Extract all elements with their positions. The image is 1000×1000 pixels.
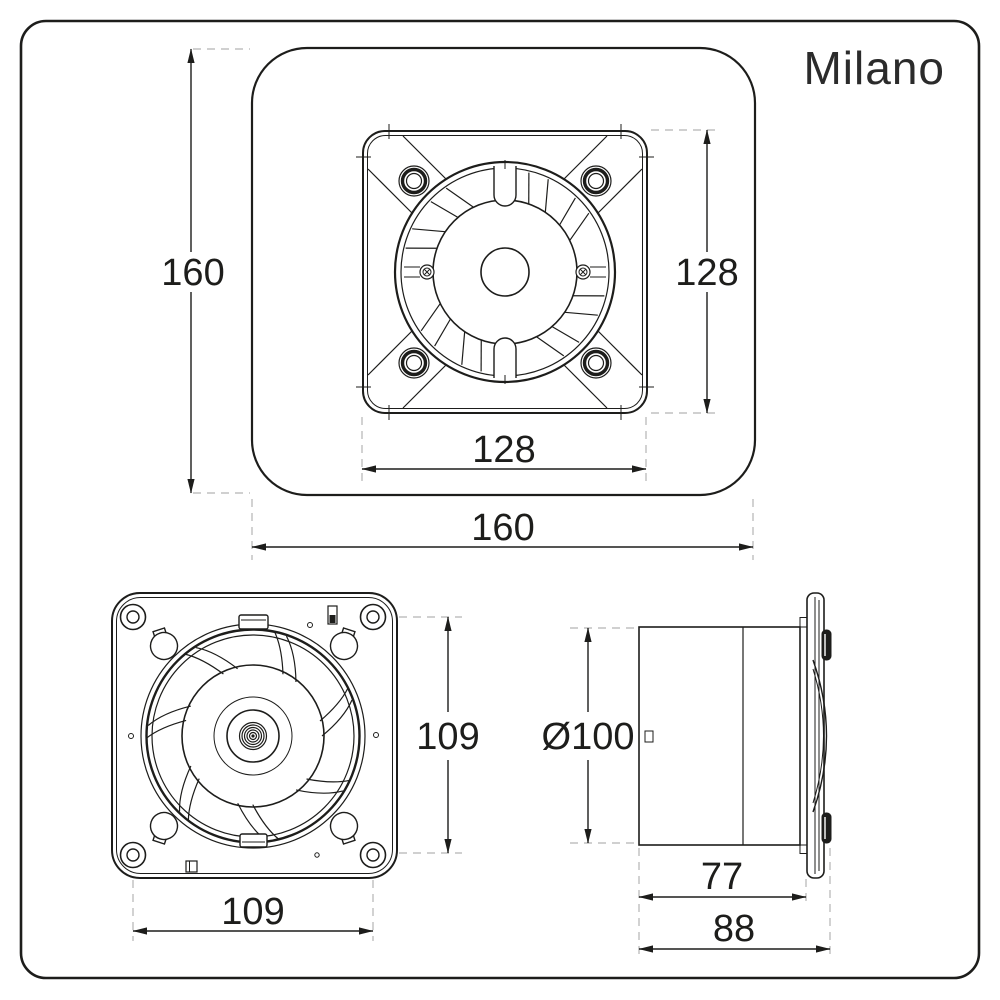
front-view: 160 128 128 160 xyxy=(161,46,757,560)
dimension-rear-hole-spacing-v: 109 xyxy=(399,616,480,854)
dimension-rear-hole-spacing-h: 109 xyxy=(132,880,374,941)
retaining-bosses xyxy=(149,627,359,845)
sheet-border xyxy=(19,19,981,980)
connector-port xyxy=(185,860,198,873)
clip-slot-top xyxy=(493,160,517,207)
dimension-overall-depth: 88 xyxy=(638,848,831,956)
corner-straps xyxy=(367,135,643,409)
dim-label-88: 88 xyxy=(713,908,755,950)
pin-hole-left xyxy=(128,733,134,739)
fan-blades-front xyxy=(405,172,605,372)
dimension-duct-diameter: Ø100 xyxy=(542,627,638,844)
hub-bore xyxy=(480,247,530,297)
impeller-blades xyxy=(146,631,353,841)
outer-faceplate xyxy=(250,46,757,497)
impeller-disc-rear xyxy=(181,664,325,808)
dim-label-160-left: 160 xyxy=(161,252,224,294)
bottom-clip-tab xyxy=(239,833,268,848)
dim-label-160-bottom: 160 xyxy=(471,507,534,549)
rear-small-details xyxy=(128,605,379,873)
dim-label-128-bottom: 128 xyxy=(472,429,535,471)
duct-body xyxy=(638,626,801,846)
cover-dome-arcs xyxy=(812,659,828,813)
mounting-frame xyxy=(356,124,654,420)
brand-logo: Milano xyxy=(803,42,945,94)
faceplate-edge xyxy=(806,592,825,879)
corner-screw-holes xyxy=(119,603,387,869)
body-vent-detail xyxy=(644,730,654,743)
pin-hole-right xyxy=(373,732,379,738)
rear-view: 109 109 xyxy=(111,592,480,941)
dimension-front-outer-width: 160 xyxy=(251,499,754,560)
clip-slot-bottom xyxy=(493,337,517,384)
dimension-body-depth: 77 xyxy=(638,848,807,956)
motor-hub xyxy=(213,696,293,776)
dim-label-109-right: 109 xyxy=(416,716,479,758)
edge-ticks xyxy=(356,124,654,420)
dim-label-diameter-100: Ø100 xyxy=(542,716,635,758)
side-view: Ø100 77 88 xyxy=(542,592,832,956)
pin-hole-bottom xyxy=(314,852,320,858)
top-clip-tab xyxy=(238,614,269,630)
side-screw-left xyxy=(404,264,435,280)
impeller-disc-front xyxy=(432,199,578,345)
dim-label-128-right: 128 xyxy=(675,252,738,294)
dimension-front-inner-height: 128 xyxy=(651,129,739,414)
dim-label-77: 77 xyxy=(701,856,743,898)
pin-hole-top xyxy=(307,622,313,628)
rear-body-outline xyxy=(111,592,398,879)
corner-grommets xyxy=(398,165,612,379)
dimension-front-outer-height: 160 xyxy=(161,48,250,494)
side-screw-right xyxy=(575,264,606,280)
dimension-front-inner-width: 128 xyxy=(361,417,647,481)
dim-label-109-bottom: 109 xyxy=(221,891,284,933)
retaining-clips-side xyxy=(821,629,832,844)
